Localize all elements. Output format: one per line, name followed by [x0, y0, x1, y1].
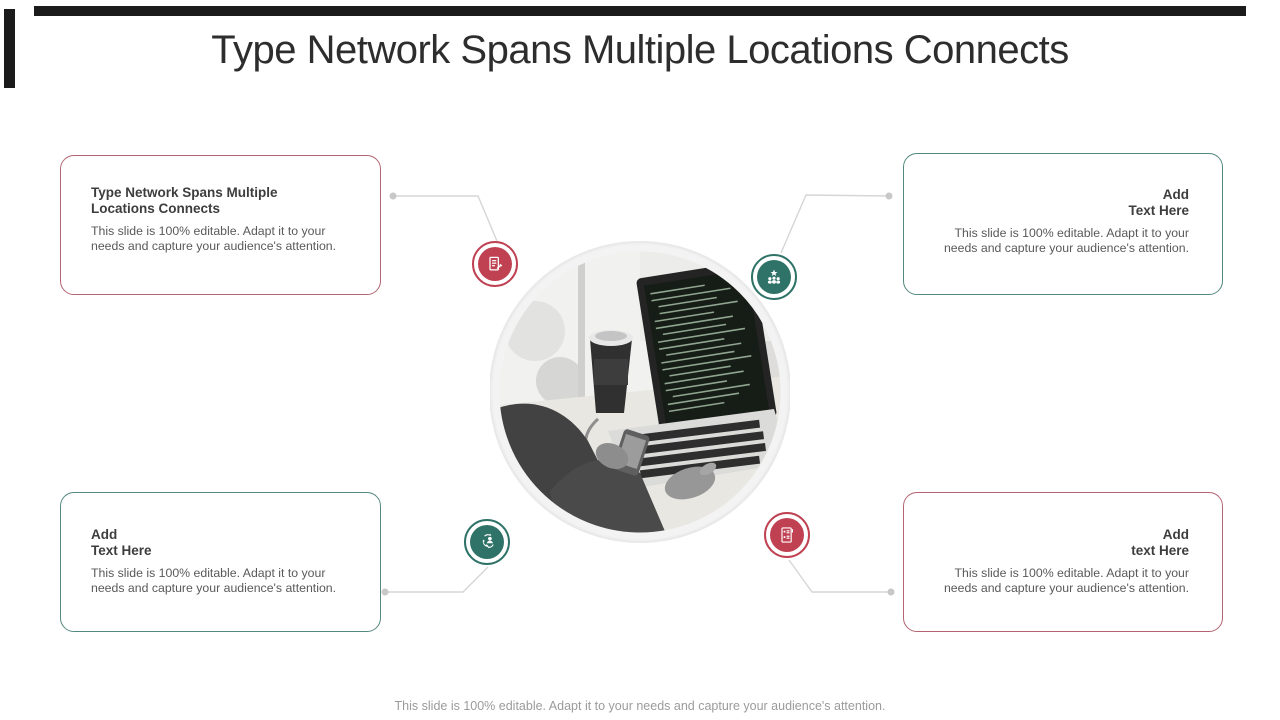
badge-team-star[interactable]	[751, 254, 797, 300]
callout-card-bottom-left[interactable]: Add Text Here This slide is 100% editabl…	[60, 492, 381, 632]
center-photo-circle	[489, 241, 791, 543]
card-title: Type Network Spans Multiple Locations Co…	[91, 185, 278, 216]
contact-list-icon	[770, 518, 804, 552]
badge-document-edit[interactable]	[472, 241, 518, 287]
badge-contact-list[interactable]	[764, 512, 810, 558]
callout-card-bottom-right[interactable]: Add text Here This slide is 100% editabl…	[903, 492, 1223, 632]
left-accent-bar	[4, 9, 15, 88]
card-body: This slide is 100% editable. Adapt it to…	[91, 224, 337, 253]
card-body: This slide is 100% editable. Adapt it to…	[91, 566, 337, 595]
card-title: Add Text Here	[1128, 187, 1189, 218]
laptop-photo	[499, 251, 781, 533]
card-body: This slide is 100% editable. Adapt it to…	[943, 566, 1189, 595]
team-star-icon	[757, 260, 791, 294]
footer-disclaimer: This slide is 100% editable. Adapt it to…	[394, 699, 886, 713]
callout-card-top-left[interactable]: Type Network Spans Multiple Locations Co…	[60, 155, 381, 295]
callout-card-top-right[interactable]: Add Text Here This slide is 100% editabl…	[903, 153, 1223, 295]
support-call-icon	[470, 525, 504, 559]
top-accent-bar	[34, 6, 1246, 16]
document-edit-icon	[478, 247, 512, 281]
card-title: Add Text Here	[91, 527, 152, 558]
slide-title: Type Network Spans Multiple Locations Co…	[211, 28, 1069, 72]
badge-support-call[interactable]	[464, 519, 510, 565]
card-title: Add text Here	[1131, 527, 1189, 558]
card-body: This slide is 100% editable. Adapt it to…	[943, 226, 1189, 255]
